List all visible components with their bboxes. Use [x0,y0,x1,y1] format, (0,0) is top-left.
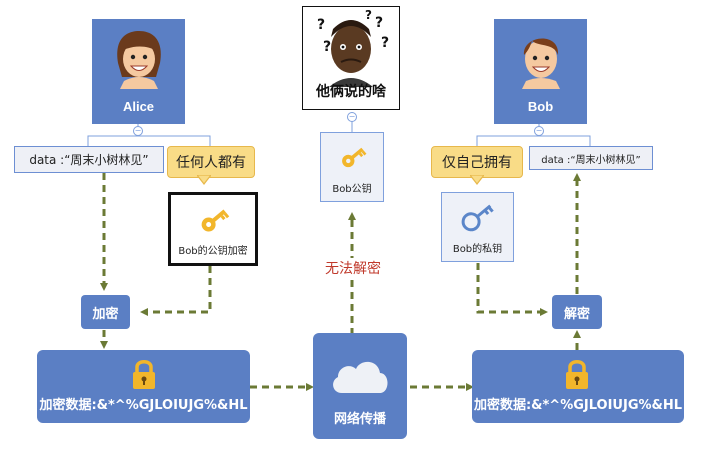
bob-card: Bob [494,19,587,124]
alice-face-icon [117,31,161,89]
anyone-has-bubble: 任何人都有 [167,146,255,178]
bob-data-field: data :“周末小树林见” [529,146,653,170]
bubble-tail [470,175,484,185]
left-encrypted-text: 加密数据:&*^%GJLOIUJG%&HL [39,398,248,413]
arrow-privkey-to-decrypt [476,263,548,316]
observer-card: ? ? ? ? ? 他俩说的啥 [302,6,400,110]
bob-private-key-label: Bob的私钥 [452,244,503,255]
bob-public-key-card: Bob公钥 [320,132,384,202]
decrypt-step: 解密 [552,295,602,329]
padlock-icon [133,360,155,389]
right-encrypted-data-box: 加密数据:&*^%GJLOIUJG%&HL [472,350,684,423]
bob-private-key-card: Bob的私钥 [441,192,514,262]
alice-collapse-toggle[interactable]: − [133,126,143,136]
svg-text:?: ? [365,8,372,22]
svg-text:?: ? [317,17,325,33]
bob-collapse-toggle[interactable]: − [534,126,544,136]
alice-card: Alice [92,19,185,124]
svg-text:?: ? [381,35,389,51]
blue-key-icon [461,204,494,232]
public-key-encrypt-label: Bob的公钥加密 [178,246,248,257]
confused-face-icon: ? ? ? ? ? [317,8,389,87]
arrow-pubkey-to-encrypt [140,266,212,316]
cannot-decrypt-label: 无法解密 [318,258,388,278]
network-transmission-box: 网络传播 [313,333,407,439]
observer-collapse-toggle[interactable]: − [347,112,357,122]
bob-public-key-label: Bob公钥 [332,184,372,195]
network-transmission-label: 网络传播 [333,412,386,427]
right-encrypted-text: 加密数据:&*^%GJLOIUJG%&HL [473,398,683,413]
gold-key-icon [201,209,230,232]
only-self-has-bubble: 仅自己拥有 [431,146,523,178]
left-encrypted-data-box: 加密数据:&*^%GJLOIUJG%&HL [37,350,250,423]
observer-caption: 他俩说的啥 [316,84,386,100]
encrypt-step: 加密 [81,295,130,329]
cloud-icon [333,361,388,393]
public-key-encrypt-card: Bob的公钥加密 [168,192,258,266]
bob-name: Bob [527,99,554,114]
gold-key-icon [342,147,367,168]
padlock-icon [566,360,588,389]
svg-text:?: ? [375,15,383,31]
alice-name: Alice [122,99,155,114]
bob-face-icon [522,38,560,89]
bubble-tail [197,175,211,185]
alice-tree-connector [87,124,211,146]
alice-data-field: data :“周末小树林见” [14,146,164,173]
svg-text:?: ? [323,39,331,55]
bob-tree-connector [476,124,591,146]
